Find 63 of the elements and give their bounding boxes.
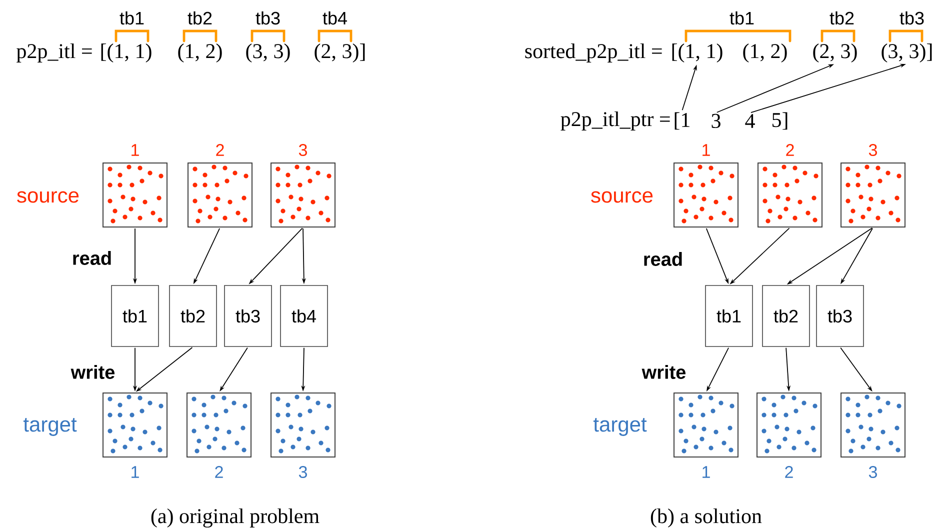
bracket-label: tb1: [120, 11, 144, 25]
box-number: 1: [702, 144, 710, 156]
particle-box: [674, 392, 738, 458]
process-box: tb1: [111, 285, 159, 347]
box-number: 3: [298, 466, 307, 478]
row-label: source: [591, 191, 653, 203]
box-number: 3: [868, 466, 877, 478]
particle-box: [186, 392, 252, 458]
step-label: read: [644, 252, 682, 266]
formula-text: (2, 3)]: [314, 43, 365, 63]
box-number: 1: [132, 144, 139, 156]
bracket-label: tb1: [730, 11, 754, 25]
formula-text: p2p_itl_ptr =: [560, 111, 670, 131]
caption: (b) a solution: [650, 508, 762, 528]
formula-text: [1: [674, 112, 690, 130]
formula-text: (1, 2): [178, 43, 222, 63]
bracket-label: tb4: [322, 11, 347, 25]
formula-text: 5]: [772, 112, 788, 130]
step-label: write: [642, 365, 686, 379]
formula-text: 4: [745, 114, 755, 128]
process-box: tb2: [169, 285, 217, 347]
formula-text: p2p_itl =: [16, 43, 92, 63]
box-number: 2: [786, 144, 794, 156]
bracket-label: tb2: [830, 11, 854, 25]
box-number: 3: [298, 144, 307, 156]
formula-text: sorted_p2p_itl =: [525, 43, 662, 63]
particle-box: [840, 392, 906, 458]
step-label: write: [70, 365, 115, 379]
formula-text: 3: [712, 114, 720, 128]
row-label: target: [593, 418, 647, 436]
box-number: 1: [132, 466, 139, 478]
step-label: read: [73, 251, 111, 265]
particle-box: [102, 162, 168, 228]
particle-box: [270, 162, 336, 228]
particle-box: [188, 162, 252, 228]
bracket-label: tb2: [188, 11, 212, 25]
particle-box: [102, 392, 168, 458]
process-box: tb2: [762, 285, 810, 347]
particle-box: [758, 162, 822, 228]
process-box: tb3: [224, 285, 272, 347]
particle-box: [756, 392, 822, 458]
particle-box: [270, 392, 336, 458]
process-box: tb4: [280, 285, 328, 347]
row-label: source: [17, 191, 79, 203]
particle-box: [674, 162, 738, 228]
bracket-label: tb3: [900, 11, 924, 25]
box-number: 1: [702, 466, 710, 478]
formula-text: [(1, 1): [101, 43, 152, 63]
process-box: tb3: [816, 285, 864, 347]
row-label: target: [23, 418, 77, 436]
caption: (a) original problem: [151, 508, 320, 528]
box-number: 2: [215, 466, 223, 478]
box-number: 2: [216, 144, 224, 156]
formula-text: [(1, 1): [672, 43, 722, 63]
bracket-label: tb3: [256, 11, 280, 25]
formula-text: (3, 3)]: [882, 43, 932, 63]
formula-text: (3, 3): [246, 43, 290, 63]
box-number: 2: [785, 466, 793, 478]
particle-box: [840, 162, 906, 228]
process-box: tb1: [705, 285, 753, 347]
formula-text: (2, 3): [813, 43, 857, 63]
formula-text: (1, 2): [743, 43, 787, 63]
box-number: 3: [868, 144, 877, 156]
